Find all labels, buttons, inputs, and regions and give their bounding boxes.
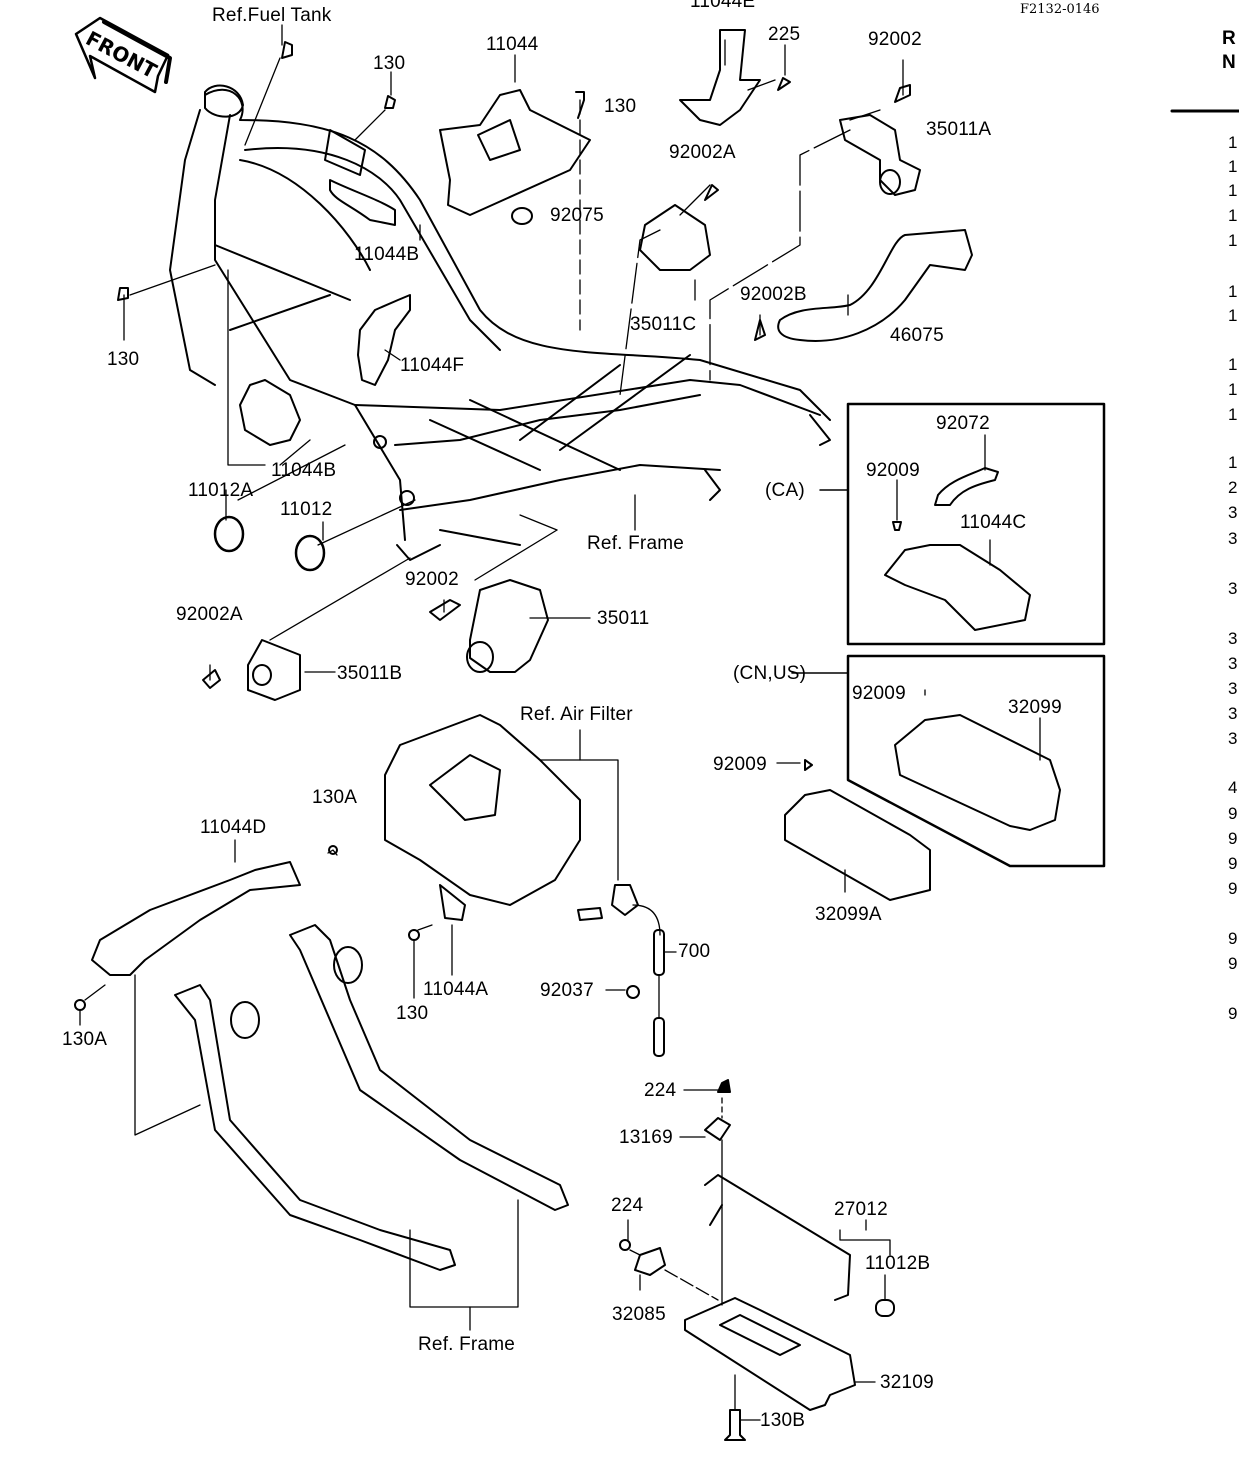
part-label: 92002 <box>405 569 459 590</box>
figure-code: F2132-0146 <box>1020 2 1100 17</box>
side-table-row: 3 <box>1228 679 1238 698</box>
side-table-row: 9 <box>1228 804 1238 823</box>
side-table-row: 9 <box>1228 929 1238 948</box>
part-label: 13169 <box>619 1127 673 1148</box>
region-label-ca: (CA) <box>765 480 805 501</box>
part-label: 130 <box>396 1003 429 1024</box>
side-table-row: 1 <box>1228 231 1238 250</box>
part-label: 130B <box>760 1410 806 1431</box>
part-label: 32099A <box>815 904 882 925</box>
part-label: 92002 <box>868 29 922 50</box>
upper-parts-drawings <box>117 29 973 701</box>
side-table-row: 3 <box>1228 529 1238 548</box>
side-table-header-r: R <box>1222 28 1236 49</box>
part-label: 11044B <box>354 244 420 265</box>
side-table-row: 2 <box>1228 478 1238 497</box>
part-label: 92002A <box>669 142 736 163</box>
ref-frame-upper-label: Ref. Frame <box>587 533 685 554</box>
part-label: 11044F <box>400 355 465 376</box>
side-table-row: 1 <box>1228 355 1238 374</box>
side-table-row: 1 <box>1228 157 1238 176</box>
battery-tray-drawing <box>620 1080 895 1441</box>
part-label: 700 <box>678 941 711 962</box>
side-table-row: 3 <box>1228 503 1238 522</box>
side-table-row: 9 <box>1228 829 1238 848</box>
part-label: 130 <box>107 349 140 370</box>
part-label: 130A <box>312 787 358 808</box>
part-label: 32109 <box>880 1372 934 1393</box>
part-label: 92002B <box>740 284 807 305</box>
part-label: 11044E <box>690 0 756 12</box>
part-label: 35011A <box>926 119 992 140</box>
part-label: 224 <box>611 1195 644 1216</box>
part-label: 11044D <box>200 817 267 838</box>
side-table-row: 4 <box>1228 778 1238 797</box>
side-table-row: 3 <box>1228 704 1238 723</box>
side-table-row: 1 <box>1228 380 1238 399</box>
part-label: 35011C <box>630 314 697 335</box>
part-label: 92009 <box>866 460 920 481</box>
part-label: 11044B <box>271 460 337 481</box>
main-frame-drawing <box>169 84 831 561</box>
part-label: 11044 <box>486 34 539 55</box>
part-label: 46075 <box>890 325 944 346</box>
side-table-row: 1 <box>1228 133 1238 152</box>
part-label: 130 <box>604 96 637 117</box>
ref-air-filter-label: Ref. Air Filter <box>520 704 633 725</box>
part-label: 35011B <box>337 663 403 684</box>
leader-lines-upper <box>123 24 904 681</box>
part-label: 130A <box>62 1029 108 1050</box>
part-label: 35011 <box>597 608 650 629</box>
part-label: 11044C <box>960 512 1027 533</box>
region-label-cn-us: (CN,US) <box>733 663 807 684</box>
side-table-row: 1 <box>1228 282 1238 301</box>
side-table-row: 1 <box>1228 405 1238 424</box>
front-arrow-icon <box>74 16 172 94</box>
part-label: 224 <box>644 1080 677 1101</box>
part-label: 92009 <box>713 754 767 775</box>
ref-fuel-tank-label: Ref.Fuel Tank <box>212 5 332 26</box>
side-table-row: 1 <box>1228 306 1238 325</box>
side-table-row: 9 <box>1228 1004 1238 1023</box>
air-filter-drawing <box>384 714 677 1057</box>
lower-frame-drawing <box>74 839 569 1331</box>
part-label: 32099 <box>1008 697 1062 718</box>
side-table-header-n: N <box>1222 52 1236 73</box>
cn-us-box <box>776 654 1106 901</box>
side-table-row: 3 <box>1228 579 1238 598</box>
side-table-row: 3 <box>1228 729 1238 748</box>
side-table-row: 9 <box>1228 879 1238 898</box>
part-label: 27012 <box>834 1199 888 1220</box>
part-label: 11012A <box>188 480 254 501</box>
side-table-row: 1 <box>1228 453 1238 472</box>
side-table-row: 1 <box>1228 206 1238 225</box>
side-table-row: 3 <box>1228 629 1238 648</box>
ref-frame-lower-label: Ref. Frame <box>418 1334 516 1355</box>
part-label: 92009 <box>852 683 906 704</box>
side-table-row: 3 <box>1228 654 1238 673</box>
part-label: 92037 <box>540 980 594 1001</box>
side-table-row: 9 <box>1228 854 1238 873</box>
part-label: 11012B <box>865 1253 931 1274</box>
side-table-row: 1 <box>1228 181 1238 200</box>
part-label: 225 <box>768 24 801 45</box>
part-label: 92075 <box>550 205 604 226</box>
part-label: 92072 <box>936 413 990 434</box>
part-label: 130 <box>373 53 406 74</box>
ca-box <box>819 402 1106 646</box>
part-label: 92002A <box>176 604 243 625</box>
part-label: 11044A <box>423 979 489 1000</box>
part-label: 32085 <box>612 1304 666 1325</box>
side-table-row: 9 <box>1228 954 1238 973</box>
part-label: 11012 <box>280 499 333 520</box>
